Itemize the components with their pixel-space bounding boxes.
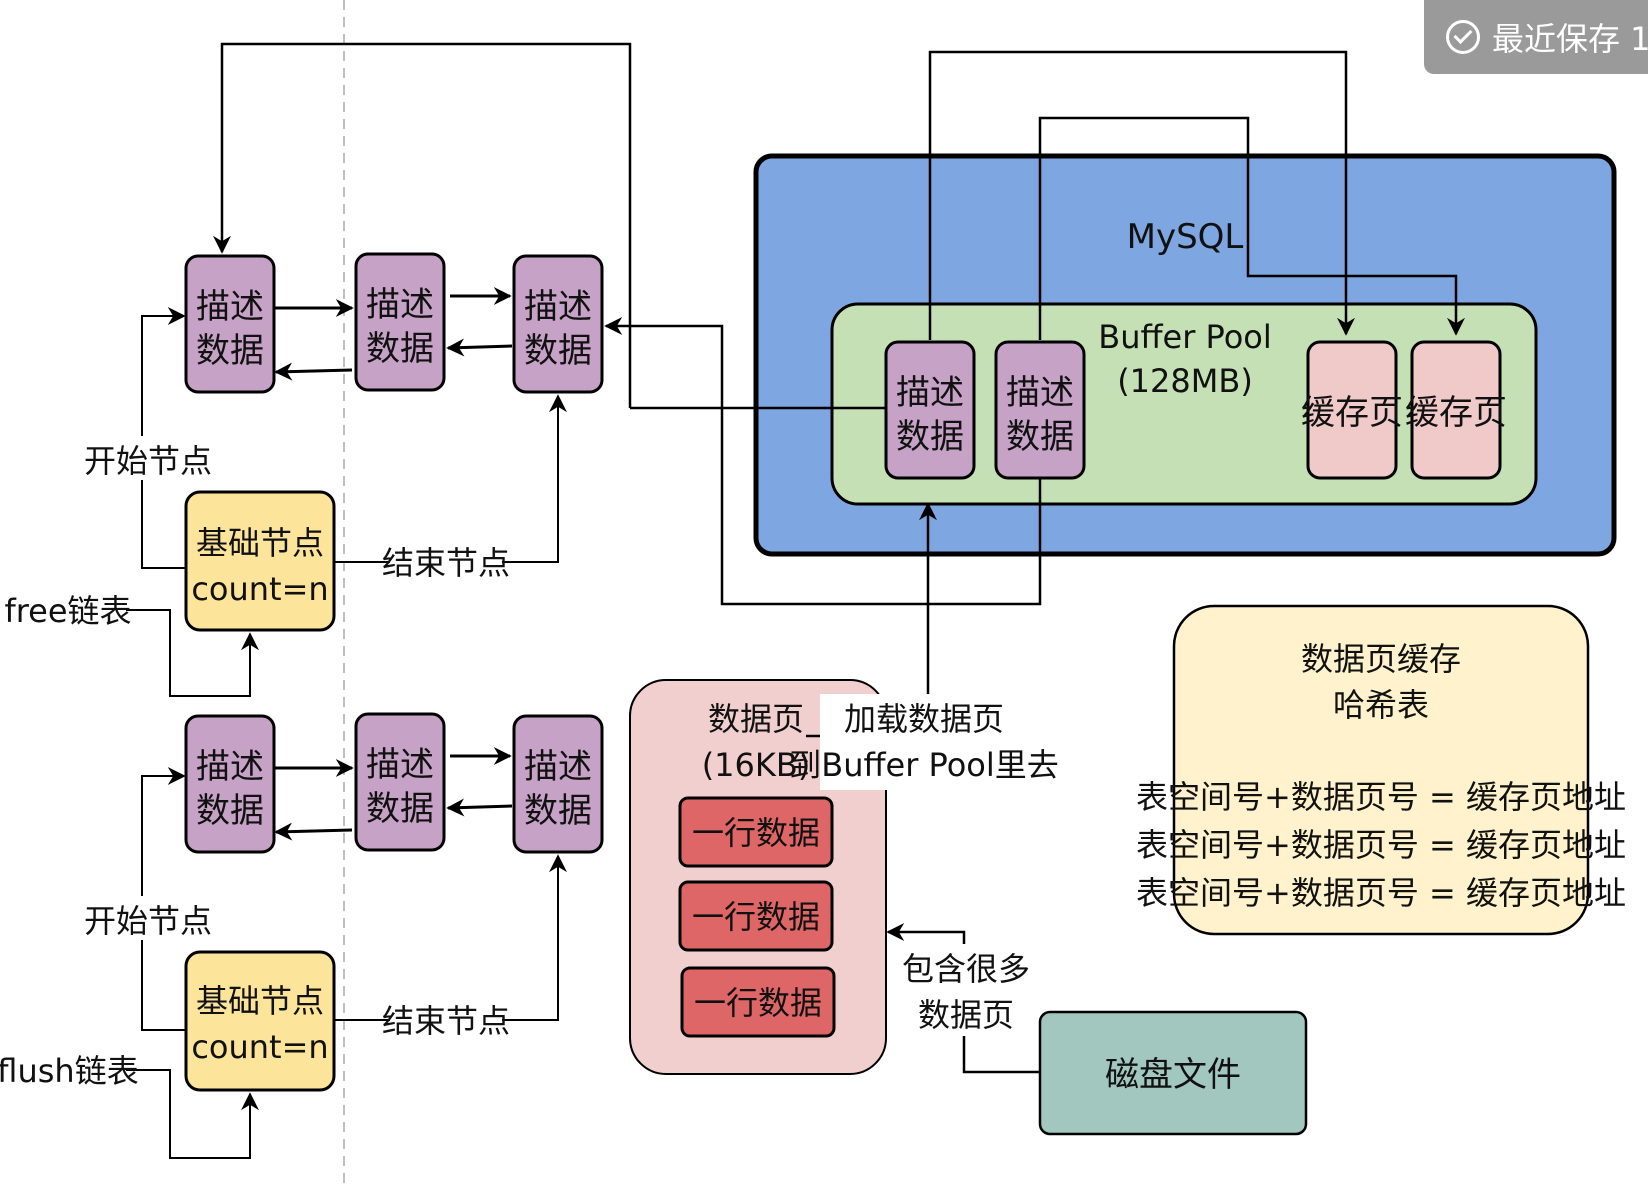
- svg-text:count=n: count=n: [191, 1028, 328, 1066]
- free-start-label: 开始节点: [84, 442, 212, 480]
- svg-text:描述: 描述: [366, 285, 434, 325]
- free-start-label-bg: [88, 436, 210, 480]
- row-3: 一行数据: [680, 966, 836, 1038]
- cache-page-2: 缓存页: [1405, 340, 1507, 480]
- cache-page-1: 缓存页: [1301, 340, 1403, 480]
- svg-text:一行数据: 一行数据: [692, 814, 820, 852]
- free-list-pointer: [126, 609, 259, 697]
- flush-end-connector: [334, 854, 567, 1021]
- svg-text:数据: 数据: [196, 331, 264, 371]
- svg-text:描述: 描述: [196, 287, 264, 327]
- hash-entry-2: 表空间号+数据页号 = 缓存页地址: [1136, 826, 1626, 864]
- svg-text:描述: 描述: [524, 747, 592, 787]
- contains-label-1: 包含很多: [902, 950, 1030, 988]
- flush-list-label: flush链表: [0, 1052, 139, 1090]
- free-end-connector: [334, 394, 567, 563]
- svg-text:数据: 数据: [196, 791, 264, 831]
- hash-table-title-1: 数据页缓存: [1301, 640, 1461, 678]
- svg-text:数据: 数据: [366, 789, 434, 829]
- svg-text:缓存页: 缓存页: [1301, 393, 1403, 433]
- flush-base-node: 基础节点 count=n: [184, 950, 336, 1092]
- mysql-label: MySQL: [1127, 217, 1244, 257]
- contains-label-bg: [912, 944, 1024, 1036]
- svg-text:数据: 数据: [524, 791, 592, 831]
- svg-text:基础节点: 基础节点: [196, 524, 324, 562]
- svg-text:描述: 描述: [196, 747, 264, 787]
- buffer-pool-size: (128MB): [1117, 362, 1253, 400]
- check-circle-icon: [1446, 20, 1480, 54]
- load-label-bg: [820, 694, 1030, 790]
- save-status-badge: 最近保存 17:4: [1424, 0, 1648, 74]
- svg-text:描述: 描述: [896, 373, 964, 413]
- hash-entry-1: 表空间号+数据页号 = 缓存页地址: [1136, 778, 1626, 816]
- flush-start-label-bg: [88, 896, 210, 940]
- flush-list-pointer: [126, 1069, 259, 1159]
- svg-text:描述: 描述: [524, 287, 592, 327]
- bp-desc-2: 描述 数据: [994, 340, 1086, 480]
- free-arrow-3-2: [446, 338, 513, 357]
- data-page-size: (16KB): [702, 746, 811, 784]
- free-base-node: 基础节点 count=n: [184, 490, 336, 632]
- row-2: 一行数据: [678, 880, 834, 952]
- flush-desc-3: 描述 数据: [512, 714, 604, 854]
- svg-text:一行数据: 一行数据: [694, 984, 822, 1022]
- svg-text:一行数据: 一行数据: [692, 898, 820, 936]
- svg-text:数据: 数据: [524, 331, 592, 371]
- svg-text:数据: 数据: [1006, 417, 1074, 457]
- svg-text:描述: 描述: [366, 745, 434, 785]
- load-label-2: 到Buffer Pool里去: [789, 746, 1059, 784]
- free-desc-3: 描述 数据: [512, 254, 604, 394]
- desc-a-to-cache-1: [928, 50, 1355, 340]
- flush-arrow-2-1: [274, 822, 353, 841]
- save-status-label: 最近保存 17:4: [1492, 20, 1648, 58]
- hash-table-title-2: 哈希表: [1333, 686, 1429, 724]
- svg-text:缓存页: 缓存页: [1405, 393, 1507, 433]
- desc-b-to-cache-2: [1038, 116, 1465, 340]
- free-end-label-bg: [390, 540, 502, 584]
- desc-b-to-free: [604, 317, 1042, 606]
- contains-label-2: 数据页: [918, 996, 1014, 1034]
- flush-arrow-3-2: [446, 798, 513, 817]
- row-1: 一行数据: [678, 796, 834, 868]
- hash-table: [1172, 604, 1590, 936]
- bp-desc-1: 描述 数据: [884, 340, 976, 480]
- data-page-title: 数据页: [708, 700, 804, 738]
- svg-text:count=n: count=n: [191, 570, 328, 608]
- svg-text:数据: 数据: [366, 329, 434, 369]
- disk-file-label: 磁盘文件: [1105, 1055, 1241, 1095]
- flush-end-label-bg: [390, 998, 502, 1042]
- flush-start-label: 开始节点: [84, 902, 212, 940]
- free-desc-2: 描述 数据: [354, 252, 446, 392]
- free-end-label: 结束节点: [382, 544, 510, 582]
- free-arrow-2-1: [274, 362, 353, 381]
- flush-desc-2: 描述 数据: [354, 712, 446, 852]
- top-loop-connector: [213, 42, 632, 408]
- svg-text:描述: 描述: [1006, 373, 1074, 413]
- svg-text:数据: 数据: [896, 417, 964, 457]
- load-label-1: 加载数据页: [844, 700, 1004, 738]
- hash-entry-3: 表空间号+数据页号 = 缓存页地址: [1136, 874, 1626, 912]
- flush-desc-1: 描述 数据: [184, 714, 276, 854]
- buffer-pool-label: Buffer Pool: [1098, 318, 1272, 356]
- free-desc-1: 描述 数据: [184, 254, 276, 394]
- flush-end-label: 结束节点: [382, 1002, 510, 1040]
- free-list-label: free链表: [4, 592, 131, 630]
- svg-text:基础节点: 基础节点: [196, 982, 324, 1020]
